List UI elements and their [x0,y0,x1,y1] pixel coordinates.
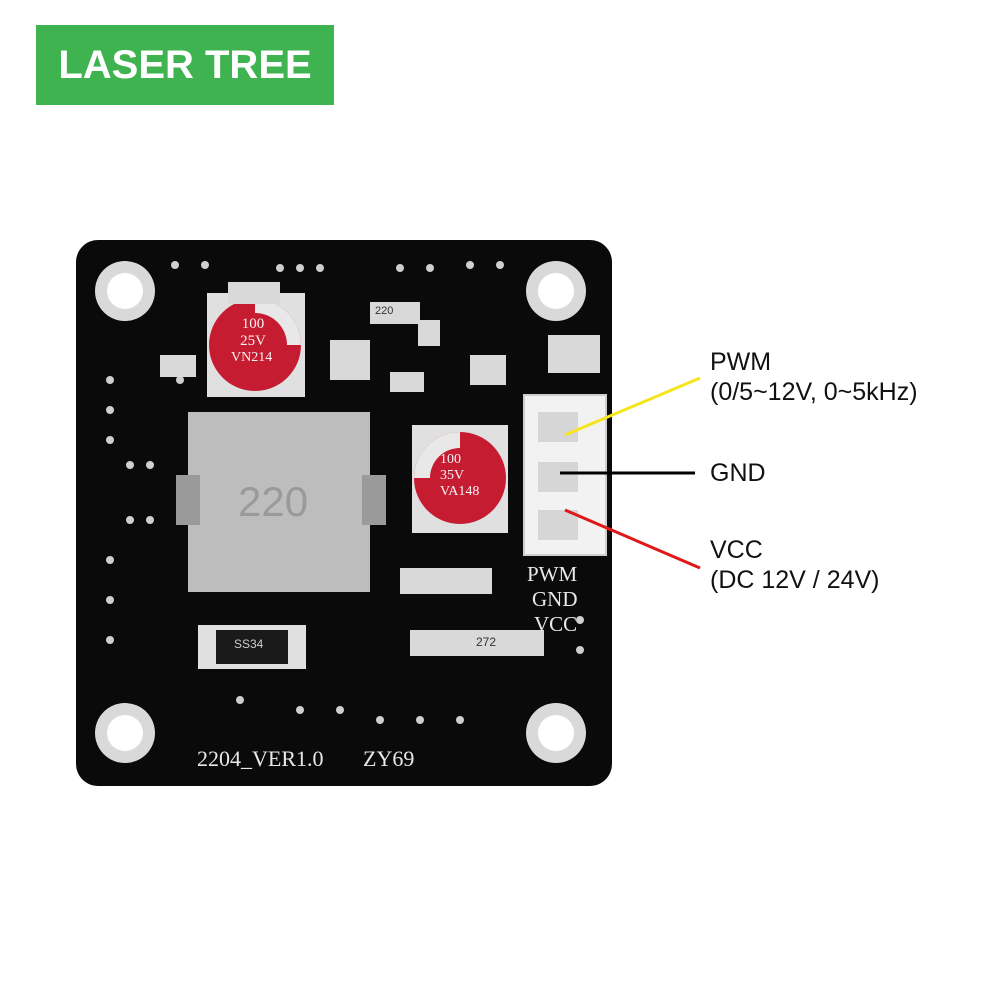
inductor-marking: 220 [238,478,309,525]
brand-logo: LASER TREE [36,25,334,105]
mounting-holes [95,261,586,763]
diode-marking: SS34 [234,637,264,651]
vcc-title: VCC [710,536,763,564]
vcc-detail: (DC 12V / 24V) [710,566,880,594]
jst-connector [523,394,607,556]
silk-pin-pwm: PWM [527,562,578,586]
silk-model: ZY69 [363,746,415,771]
silk-version: 2204_VER1.0 [197,746,324,771]
capacitor-2 [412,425,508,533]
pwm-label: PWM (0/5~12V, 0~5kHz) [710,347,918,407]
cap2-code: VA148 [440,484,480,499]
vcc-label: VCC (DC 12V / 24V) [710,535,880,595]
brand-name: LASER TREE [58,43,312,87]
silk-pin-gnd: GND [532,587,578,611]
cap1-value: 100 [241,316,265,332]
cap2-marking: 100 35V VA148 [440,452,479,500]
diode-ss34 [198,625,306,669]
gnd-title: GND [710,459,766,487]
cap2-voltage: 35V [440,468,465,483]
cap1-code: VN214 [231,350,273,365]
silk-pin-vcc: VCC [534,612,578,636]
inductor [176,412,386,592]
smd-parts [160,282,600,656]
vias [106,261,584,724]
cap1-marking: 100 25V [235,316,271,350]
pwm-title: PWM [710,348,772,376]
capacitor-1 [207,293,305,397]
resistor2-marking: 220 [375,305,394,317]
resistor-marking: 272 [476,635,497,649]
pwm-detail: (0/5~12V, 0~5kHz) [710,378,918,406]
gnd-label: GND [710,458,766,488]
cap2-value: 100 [440,452,461,467]
cap1-voltage: 25V [240,333,266,349]
